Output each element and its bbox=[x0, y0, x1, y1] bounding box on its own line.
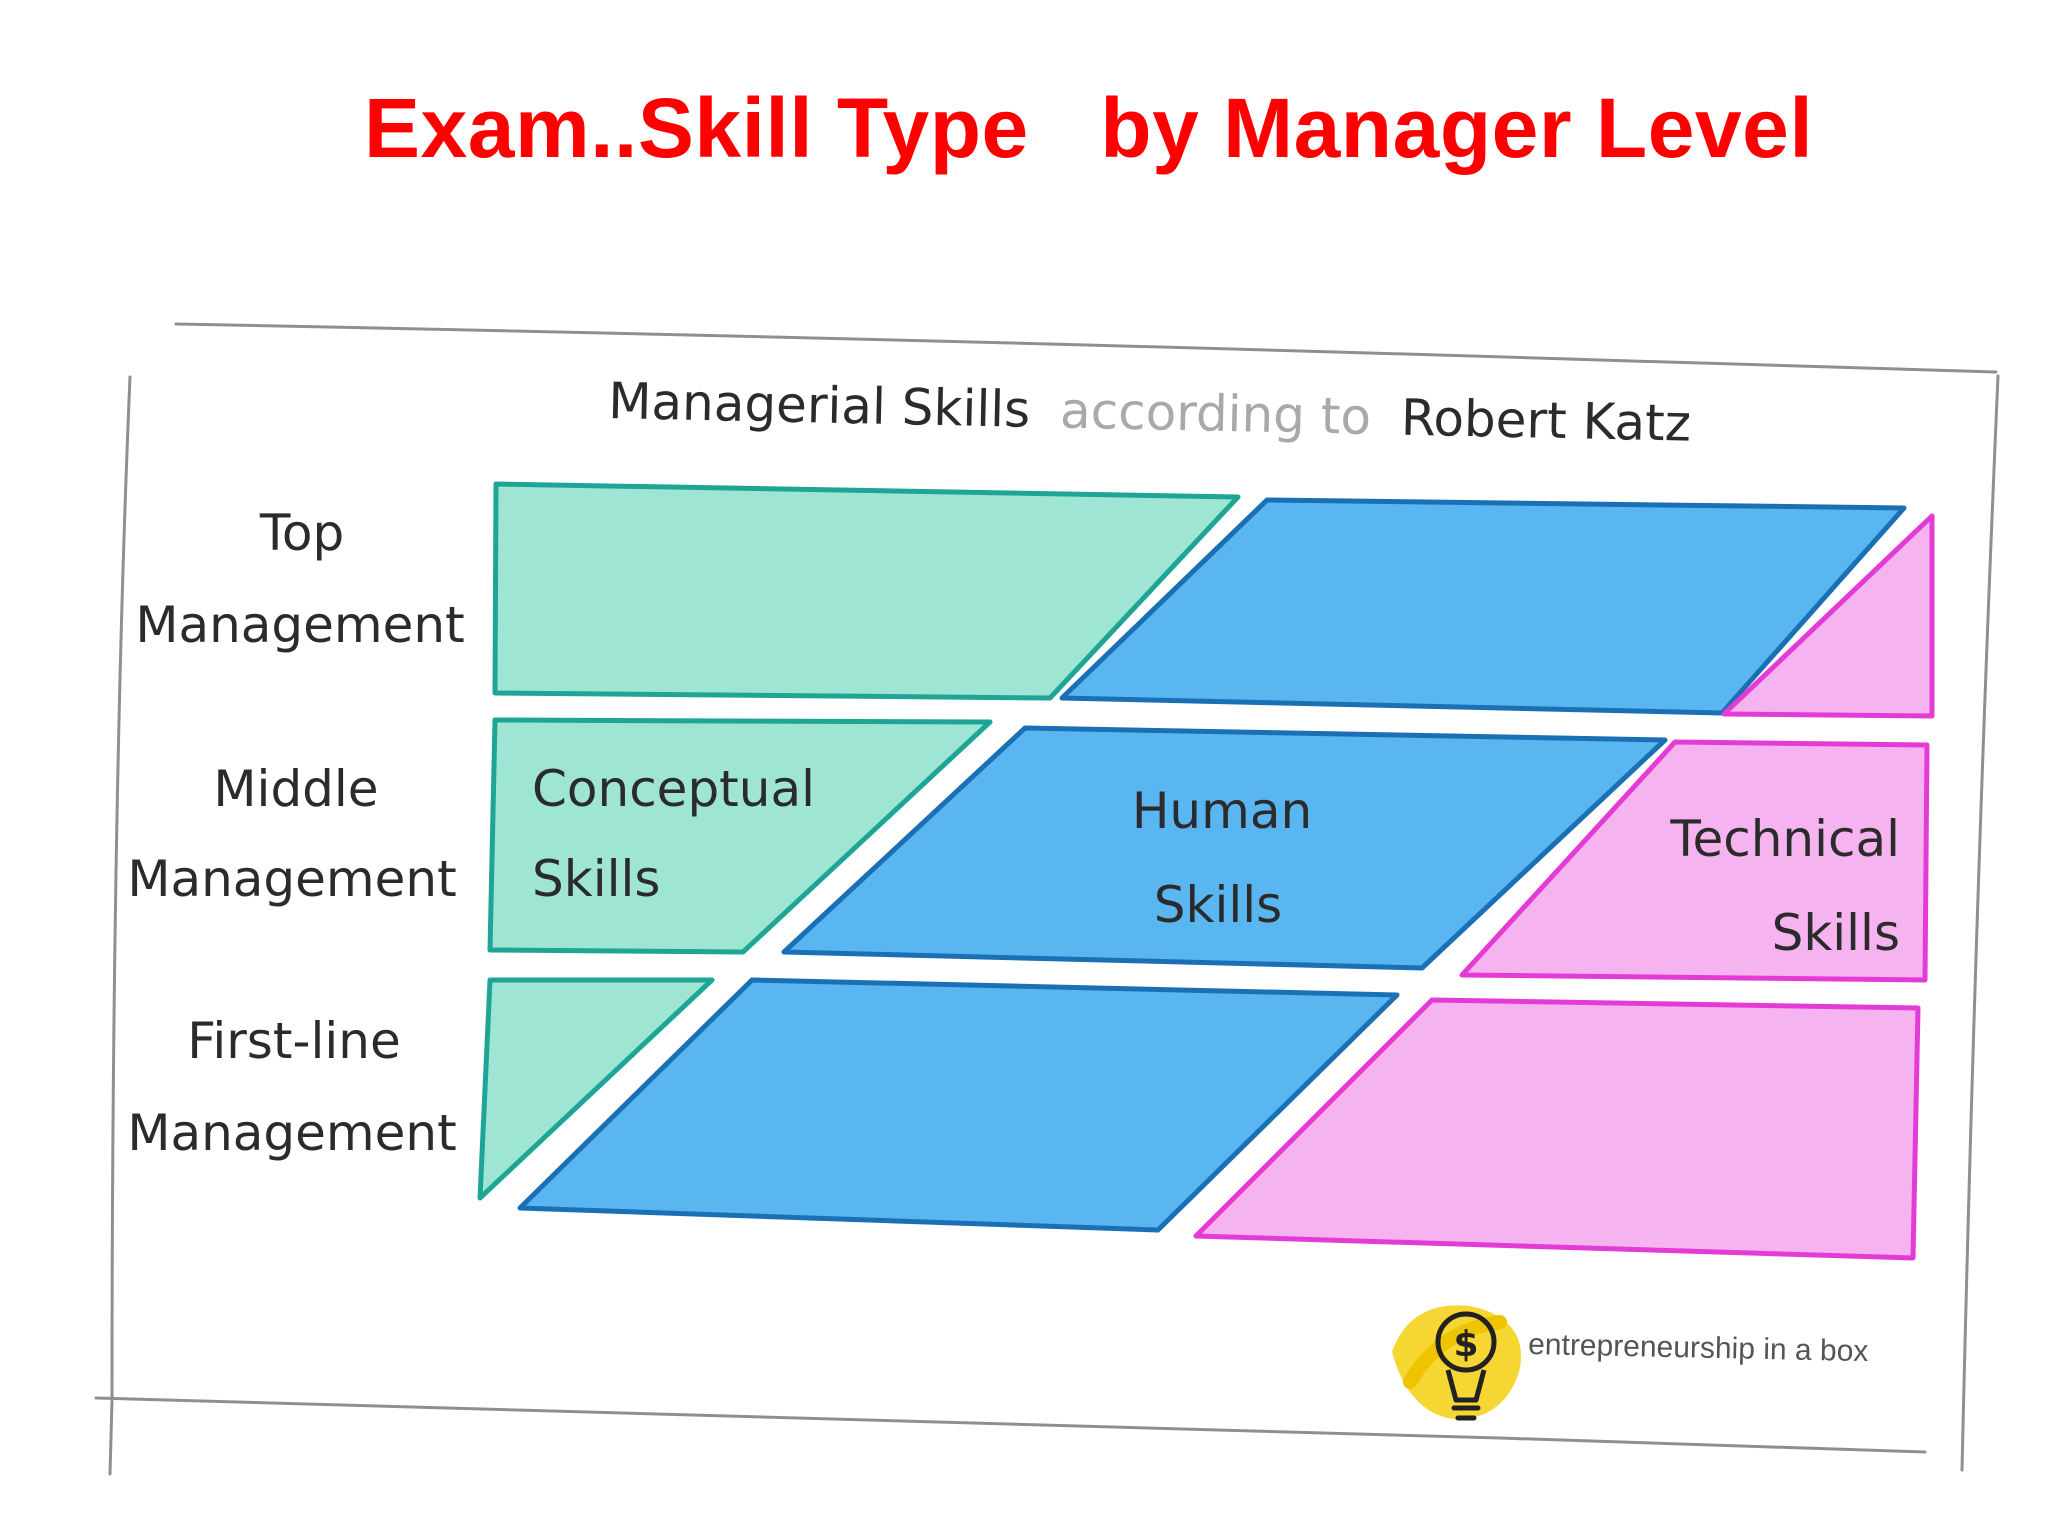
level-labels: Top Management Middle Management First-l… bbox=[127, 504, 464, 1162]
conceptual-top-band bbox=[492, 481, 1241, 701]
technical-middle-band bbox=[1459, 739, 1930, 983]
skill-technical-line1: Technical bbox=[1669, 810, 1900, 868]
frame-bottom-edge bbox=[94, 1396, 1927, 1454]
heading-part-according-to: according to bbox=[1059, 381, 1371, 446]
frame-right-edge bbox=[1960, 374, 2000, 1472]
svg-text:$: $ bbox=[1453, 1324, 1478, 1365]
skill-labels: Conceptual Skills Human Skills Technical… bbox=[532, 760, 1900, 962]
human-bottom-band bbox=[517, 977, 1400, 1233]
technical-top-band bbox=[1721, 513, 1935, 719]
conceptual-bottom-band bbox=[477, 977, 715, 1201]
skill-conceptual-line2: Skills bbox=[532, 850, 660, 908]
frame-left-edge bbox=[108, 375, 132, 1476]
level-middle-line2: Management bbox=[127, 850, 456, 908]
human-skills-region bbox=[517, 497, 1907, 1233]
level-top-line2: Management bbox=[135, 596, 464, 654]
brand-text: entrepreneurship in a box bbox=[1528, 1328, 1869, 1368]
skill-conceptual-line1: Conceptual bbox=[532, 760, 815, 818]
level-middle-line1: Middle bbox=[213, 760, 378, 818]
skill-human-line2: Skills bbox=[1154, 876, 1282, 934]
skill-technical-line2: Skills bbox=[1772, 904, 1900, 962]
conceptual-middle-band bbox=[487, 717, 993, 955]
level-firstline-line2: Management bbox=[127, 1104, 456, 1162]
heading-part-robert-katz: Robert Katz bbox=[1400, 389, 1691, 453]
brand-logo: $ entrepreneurship in a box bbox=[1392, 1305, 1869, 1421]
level-firstline-line1: First-line bbox=[187, 1012, 401, 1070]
technical-skills-region bbox=[1193, 513, 1935, 1261]
level-top-line1: Top bbox=[259, 504, 344, 562]
heading-part-managerial-skills: Managerial Skills bbox=[608, 372, 1031, 439]
conceptual-skills-region bbox=[477, 481, 1241, 1201]
technical-bottom-band bbox=[1193, 997, 1921, 1261]
lightbulb-dollar-icon: $ bbox=[1392, 1305, 1521, 1421]
skill-human-line1: Human bbox=[1132, 782, 1312, 840]
paper-frame bbox=[94, 322, 2000, 1476]
human-middle-band bbox=[781, 725, 1668, 971]
slide-title: Exam..Skill Type by Manager Level bbox=[364, 81, 1814, 175]
diagram-heading: Managerial Skills according to Robert Ka… bbox=[608, 372, 1692, 453]
frame-top-edge bbox=[174, 322, 1998, 374]
